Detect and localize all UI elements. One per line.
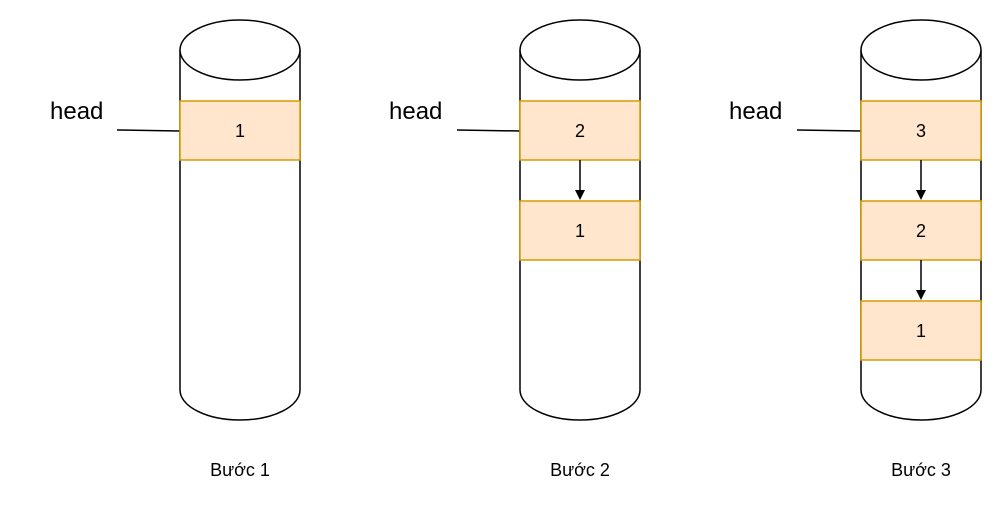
cylinder-top [179,19,301,81]
head-pointer-line [116,129,181,132]
step-label: Bước 2 [550,460,610,480]
stack-node [519,200,641,261]
cylinder-top [519,19,641,81]
stack-node [179,100,301,161]
stack-node-value: 1 [575,221,585,241]
cylinder-top [860,19,982,81]
stack-3: head 3 2 1 Bước 3 [729,19,982,480]
stack-node-value: 3 [916,121,926,141]
stack-node-value: 1 [916,321,926,341]
stack-node [860,300,982,361]
stack-node [860,200,982,261]
head-label: head [50,98,103,125]
head-label: head [729,98,782,125]
stack-node-value: 1 [235,121,245,141]
stack-2: head 2 1 Bước 2 [389,19,641,480]
head-pointer-line [456,129,521,132]
stack-node-value: 2 [575,121,585,141]
step-label: Bước 1 [210,460,270,480]
head-label: head [389,98,442,125]
stack-1: head 1 Bước 1 [50,19,301,480]
step-label: Bước 3 [891,460,951,480]
stack-node-value: 2 [916,221,926,241]
head-pointer-line [796,129,862,132]
